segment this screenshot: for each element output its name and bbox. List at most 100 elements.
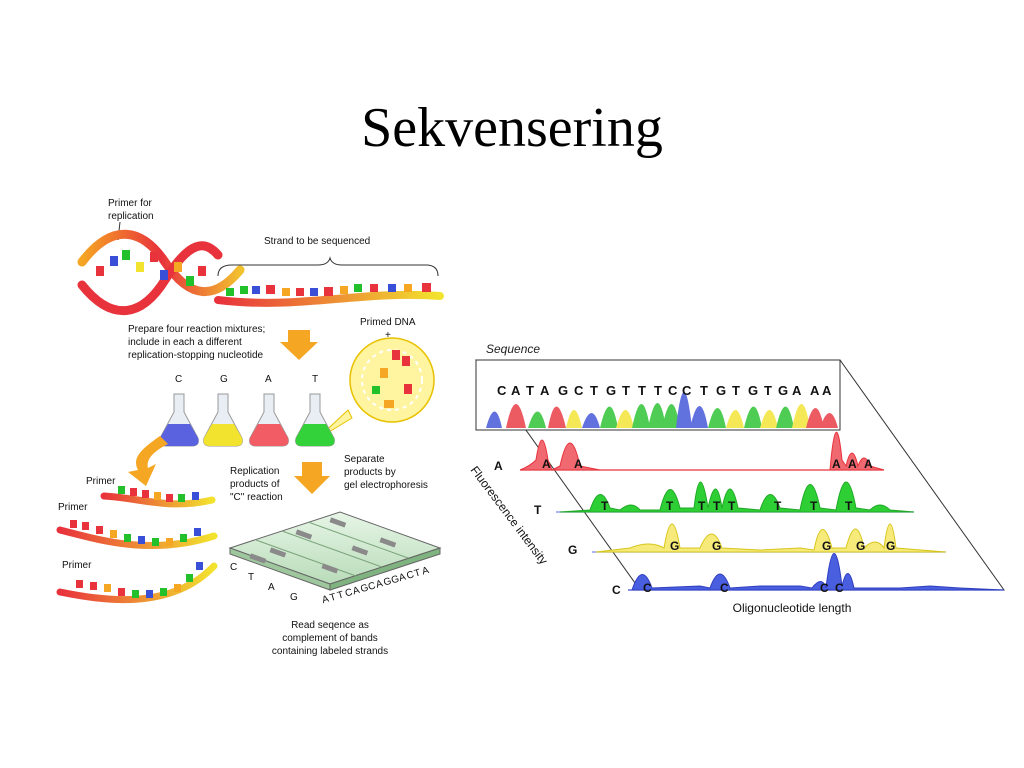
lane-a-peak: A [864, 457, 873, 471]
curved-arrow [128, 436, 168, 486]
replication-text-line2: products of [230, 479, 280, 490]
seq-base: C [682, 383, 692, 398]
flask-a [249, 393, 289, 447]
gel-lane-g: G [290, 592, 298, 603]
lane-label-g: G [568, 543, 577, 557]
prepare-text-line2: include in each a different [128, 337, 242, 348]
flask-label-a: A [265, 374, 272, 385]
read-letter: C [367, 580, 377, 593]
read-letter: T [329, 592, 338, 604]
lane-g-peak: G [822, 539, 831, 553]
lane-t-peak: T [845, 499, 853, 513]
sanger-method-diagram: Primer for replication Strand to be sequ… [56, 198, 444, 657]
read-letter: G [359, 582, 370, 595]
flask-g [203, 393, 243, 447]
chromatogram-diagram: Sequence [468, 342, 1005, 615]
read-letter: A [421, 565, 431, 578]
read-letter: T [336, 590, 345, 602]
lane-c-peak: C [720, 581, 729, 595]
read-text-line2: complement of bands [282, 633, 378, 644]
seq-base: A [511, 383, 521, 398]
seq-base: T [590, 383, 598, 398]
lane-c-peak: C [820, 581, 829, 595]
lane-t-peak: T [774, 499, 782, 513]
flask-label-t: T [312, 374, 318, 385]
lane-c-peaks: C C C C [631, 553, 1005, 595]
read-letter: G [390, 574, 401, 587]
lane-t-peak: T [713, 499, 721, 513]
read-letter: C [344, 587, 354, 600]
seq-base: T [764, 383, 772, 398]
primer-for-replication-label-line2: replication [108, 211, 154, 222]
seq-base: T [732, 383, 740, 398]
flask-c [159, 393, 199, 447]
seq-base: G [558, 383, 568, 398]
primer-strand-2 [56, 520, 218, 549]
seq-base: A [792, 383, 802, 398]
lane-label-c: C [612, 583, 621, 597]
read-text-line3: containing labeled strands [272, 646, 388, 657]
seq-base: G [606, 383, 616, 398]
lane-t-peak: T [698, 499, 706, 513]
lane-c-peak: C [643, 581, 652, 595]
read-letter: A [321, 594, 331, 607]
gel-slab [228, 511, 442, 591]
gel-read-sequence: A T T C A G C A G G A C T A [321, 565, 431, 606]
x-axis-label: Oligonucleotide length [733, 601, 852, 615]
read-letter: T [413, 567, 422, 579]
primer-for-replication-label-line1: Primer for [108, 198, 153, 209]
strand-bracket [217, 256, 439, 277]
gel-lane-t: T [248, 572, 254, 583]
read-letter: A [375, 578, 385, 591]
seq-base: C [574, 383, 584, 398]
separate-text-line1: Separate [344, 454, 385, 465]
lane-g-peak: G [670, 539, 679, 553]
lane-a-peak: A [832, 457, 841, 471]
lane-a-peak: A [574, 457, 583, 471]
prepare-text-line3: replication-stopping nucleotide [128, 350, 264, 361]
seq-base: C [668, 383, 678, 398]
primed-dna-label: Primed DNA [360, 317, 416, 328]
lane-label-a: A [494, 459, 503, 473]
lane-t-peak: T [601, 499, 609, 513]
lane-t-peaks: T T T T T T T T [559, 481, 915, 513]
seq-base: G [748, 383, 758, 398]
strand-bases [226, 283, 431, 296]
lane-a-peak: A [848, 457, 857, 471]
flask-label-g: G [220, 374, 228, 385]
lane-c-peak: C [835, 581, 844, 595]
gel-lane-a: A [268, 582, 275, 593]
read-letter: A [352, 585, 362, 598]
replication-text-line3: "C" reaction [230, 492, 283, 503]
down-arrow-1 [280, 330, 318, 360]
seq-base: T [654, 383, 662, 398]
lane-t-peak: T [728, 499, 736, 513]
sequence-bases: C A T A G C T G T T T C C T G T G T G A … [497, 383, 832, 398]
sequence-label: Sequence [486, 342, 540, 356]
read-letter: G [382, 576, 393, 589]
read-letter: A [398, 572, 408, 585]
flask-label-c: C [175, 374, 182, 385]
primed-dna-bubble [315, 337, 435, 441]
down-arrow-2 [294, 462, 330, 494]
seq-base: G [778, 383, 788, 398]
prepare-text-line1: Prepare four reaction mixtures; [128, 324, 265, 335]
replication-text-line1: Replication [230, 466, 279, 477]
seq-base: T [700, 383, 708, 398]
lane-t-peak: T [810, 499, 818, 513]
primed-dna-plus: + [385, 330, 391, 341]
lane-g-peak: G [886, 539, 895, 553]
lane-a-peak: A [542, 457, 551, 471]
lane-g-peak: G [712, 539, 721, 553]
sequence-panel-peaks [486, 392, 838, 428]
seq-base: T [622, 383, 630, 398]
seq-base: T [526, 383, 534, 398]
slide-title: Sekvensering [361, 97, 663, 159]
read-letter: C [405, 569, 415, 582]
read-text-line1: Read seqence as [291, 620, 369, 631]
primer-label-1: Primer [86, 476, 116, 487]
lane-g-peak: G [856, 539, 865, 553]
lane-label-t: T [534, 503, 542, 517]
separate-text-line2: products by [344, 467, 396, 478]
